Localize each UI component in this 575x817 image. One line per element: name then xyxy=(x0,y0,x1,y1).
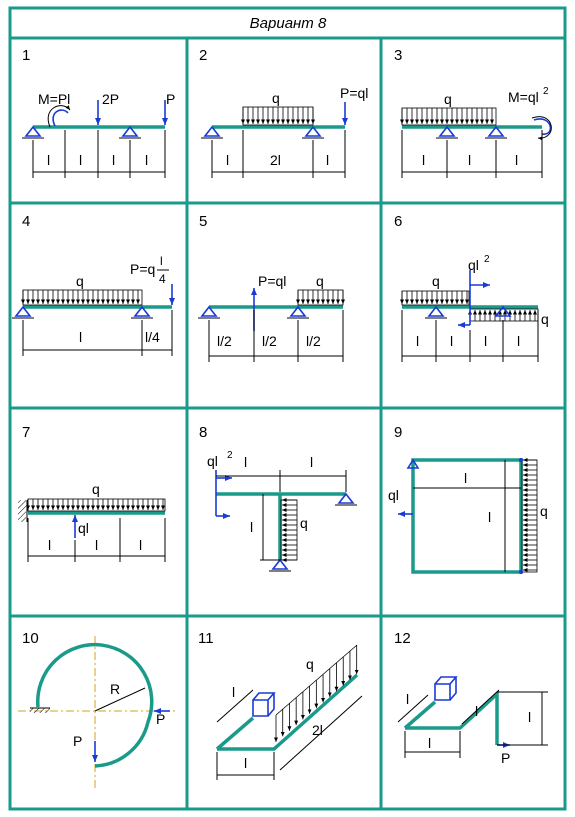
problem-number: 1 xyxy=(22,47,30,64)
span-label: l xyxy=(484,333,487,349)
span-label: l xyxy=(244,454,247,470)
span-label: l/2 xyxy=(306,333,321,349)
span-label: l xyxy=(232,684,235,700)
span-label: l xyxy=(244,755,247,771)
sheet-grid xyxy=(8,6,567,811)
load-label: q xyxy=(76,273,84,289)
span-label: l xyxy=(517,333,520,349)
span-label: l xyxy=(79,329,82,345)
problem-10: 10 R P P xyxy=(18,630,176,790)
problem-number: 12 xyxy=(394,630,411,647)
load-label: q xyxy=(306,656,314,672)
moment-exponent: 2 xyxy=(543,86,549,97)
force-label: P=q xyxy=(130,261,155,277)
span-label: l xyxy=(47,152,50,168)
pin-support xyxy=(22,125,141,139)
problem-1: 1 M=Pl 2P P l l l l xyxy=(22,47,175,178)
span-label: l xyxy=(464,470,467,486)
problem-3: 3 q M=ql 2 l l l xyxy=(394,47,552,178)
moment-label: M=Pl xyxy=(38,91,70,107)
load-label: q xyxy=(272,90,280,106)
moment-label: ql xyxy=(468,257,479,273)
force-label: ql xyxy=(78,520,89,536)
problem-number: 7 xyxy=(22,424,30,441)
span-label: l xyxy=(428,735,431,751)
span-label: l xyxy=(139,537,142,553)
force-label: ql xyxy=(388,487,399,503)
force-fraction-den: 4 xyxy=(159,272,166,286)
moment-exponent: 2 xyxy=(484,254,490,265)
load-label: q xyxy=(540,503,548,519)
problem-12: 12 P l l l l xyxy=(394,630,548,766)
span-label: l/2 xyxy=(262,333,277,349)
span-label: l xyxy=(468,152,471,168)
span-label: l xyxy=(488,509,491,525)
problem-6: 6 q q ql 2 l l l l xyxy=(394,213,549,362)
force-label: P=ql xyxy=(258,273,286,289)
problem-4: 4 q P=q l 4 l l/4 xyxy=(12,213,175,356)
problem-9: 9 q ql l l xyxy=(388,424,548,574)
span-label: l xyxy=(406,691,409,707)
force-label: P xyxy=(166,91,175,107)
problem-number: 8 xyxy=(199,424,207,441)
problem-number: 6 xyxy=(394,213,402,230)
problem-number: 11 xyxy=(198,630,214,647)
problem-2: 2 q P=ql l 2l l xyxy=(199,47,368,178)
force-fraction-num: l xyxy=(160,254,163,268)
span-label: l xyxy=(145,152,148,168)
span-label: l xyxy=(112,152,115,168)
span-label: l xyxy=(48,537,51,553)
problem-number: 3 xyxy=(394,47,402,64)
radius-label: R xyxy=(110,681,120,697)
problem-number: 5 xyxy=(199,213,207,230)
span-label: l xyxy=(450,333,453,349)
moment-exponent: 2 xyxy=(227,450,233,461)
force-label: 2P xyxy=(102,91,119,107)
span-label: l xyxy=(528,709,531,725)
moment-label: M=ql xyxy=(508,89,539,105)
span-label: 2l xyxy=(270,152,281,168)
span-label: l xyxy=(250,519,253,535)
problem-number: 2 xyxy=(199,47,207,64)
problem-7: 7 q ql l l l xyxy=(18,424,166,562)
problem-8: 8 q ql 2 l l l xyxy=(199,424,357,572)
load-label: q xyxy=(300,515,308,531)
span-label: l xyxy=(422,152,425,168)
moment-label: ql xyxy=(207,453,218,469)
force-label: P xyxy=(501,750,510,766)
span-label: l xyxy=(79,152,82,168)
force-label: P xyxy=(73,733,82,749)
load-label: q xyxy=(92,481,100,497)
span-label: l xyxy=(416,333,419,349)
span-label: l xyxy=(226,152,229,168)
load-label: q xyxy=(444,91,452,107)
span-label: l/2 xyxy=(217,333,232,349)
load-label: q xyxy=(541,311,549,327)
span-label: 2l xyxy=(312,722,323,738)
problem-number: 9 xyxy=(394,424,402,441)
load-label: q xyxy=(316,273,324,289)
span-label: l xyxy=(515,152,518,168)
problem-number: 4 xyxy=(22,213,30,230)
force-label: P xyxy=(156,711,165,727)
span-label: l xyxy=(475,703,478,719)
problem-5: 5 q P=ql l/2 l/2 l/2 xyxy=(198,213,345,362)
problem-number: 10 xyxy=(22,630,39,647)
variant-title: Вариант 8 xyxy=(250,15,327,32)
load-label: q xyxy=(432,273,440,289)
span-label: l xyxy=(310,454,313,470)
span-label: l xyxy=(95,537,98,553)
problem-11: 11 q l 2l l xyxy=(198,630,363,780)
span-label: l/4 xyxy=(145,329,160,345)
span-label: l xyxy=(326,152,329,168)
force-label: P=ql xyxy=(340,85,368,101)
